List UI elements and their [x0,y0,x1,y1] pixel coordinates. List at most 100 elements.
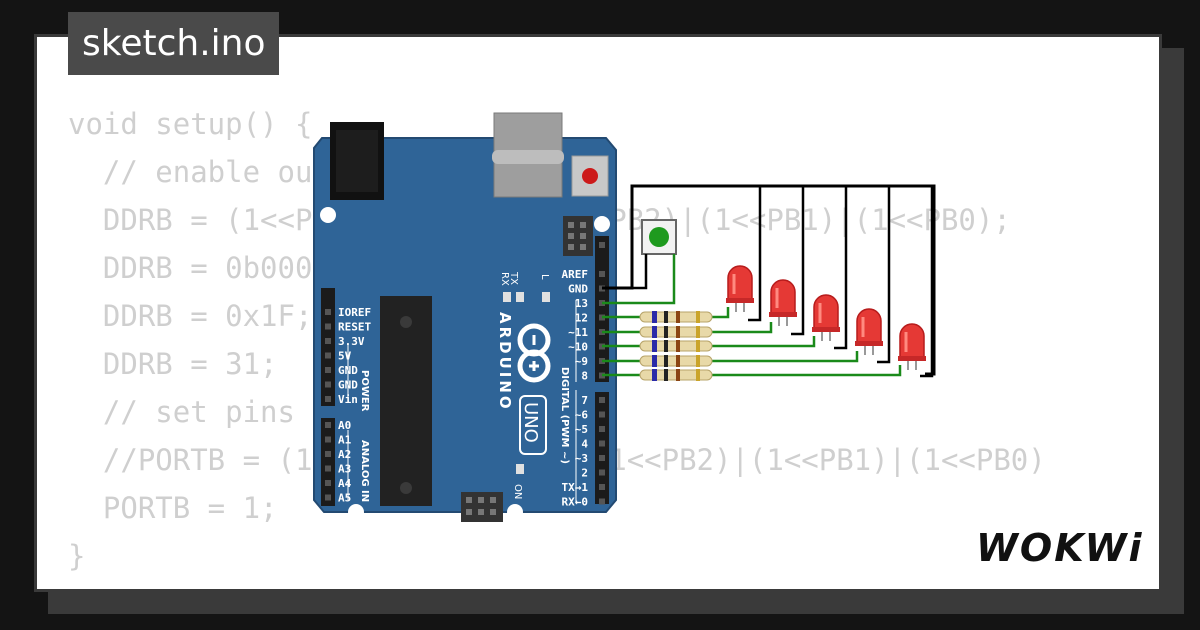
header-pin[interactable] [325,381,331,388]
header-pin[interactable] [325,494,331,501]
pin-label: RX←0 [562,496,589,509]
power-header [321,288,335,406]
pin-label: 8 [581,370,588,383]
tx-led [503,292,511,302]
digital-header-bottom [595,392,609,504]
header-pin[interactable] [599,469,605,476]
mount-hole [320,207,336,223]
pin-label: 7 [581,394,588,407]
arduino-logo [517,323,551,383]
l-led [542,292,550,302]
mount-hole [594,216,610,232]
red-led[interactable] [855,308,883,355]
mount-hole [507,504,523,520]
header-pin[interactable] [325,451,331,457]
header-pin[interactable] [599,397,605,403]
header-pin[interactable] [599,271,605,277]
model-badge [519,395,547,455]
digital-title: DIGITAL (PWM ~) [559,367,570,464]
pin-label: ~6 [575,409,589,422]
pin-label: ~3 [575,452,588,465]
header-pin[interactable] [325,396,331,402]
led-ground-wire [834,186,848,350]
led-signal-wire [712,336,816,348]
l-label: L [539,274,550,280]
wokwi-logo: WOKWi [976,526,1144,570]
model-label: UNO [520,402,541,443]
button-wire [602,254,676,305]
push-button[interactable] [641,219,677,255]
pin-label: 12 [575,312,588,325]
header-pin[interactable] [599,455,605,461]
pin-label: 13 [575,297,588,310]
header-pin[interactable] [325,422,331,428]
pin-label: A2 [338,448,351,461]
on-led [516,464,524,474]
pin-label: RESET [338,321,371,334]
header-pin[interactable] [325,352,331,359]
pin-label: 4 [581,438,588,451]
header-pin[interactable] [325,338,331,344]
pin-label: AREF [562,268,589,281]
code-line: DDRB = 0x1F; [68,299,313,333]
pin-label: Vin [338,393,358,406]
pin-label: ~11 [568,326,588,339]
led-ground-wire [791,186,805,336]
code-line: DDRB = 31; [68,347,278,381]
red-led[interactable] [726,265,754,312]
power-title: POWER [359,370,370,412]
pin-label: A3 [338,463,351,476]
pin-label: A4 [338,477,352,490]
pin-label: GND [338,379,358,392]
pin-label: ~5 [575,423,588,436]
header-pin[interactable] [599,498,605,505]
brand-label: ARDUINO [496,312,514,412]
pin-label: 2 [581,467,588,480]
header-pin[interactable] [325,436,331,443]
red-led[interactable] [769,279,797,326]
analog-header [321,418,335,506]
header-pin[interactable] [325,367,331,373]
icsp-header-top [563,216,593,256]
filename-tab[interactable]: sketch.ino [68,12,280,75]
code-line: PORTB = 1; [68,491,278,525]
header-pin[interactable] [599,242,605,248]
led-ground-wire [748,186,762,322]
led-signal-wire [712,322,773,334]
pin-label: GND [568,283,588,296]
led-ground-wire [920,186,934,378]
pin-label: 3.3V [338,335,365,348]
pin-label: A5 [338,492,351,505]
red-led[interactable] [898,323,926,370]
pin-label: GND [338,364,358,377]
led-ground-wire [877,186,891,364]
pin-label: A1 [338,434,352,447]
header-pin[interactable] [325,323,331,330]
header-pin[interactable] [599,426,605,432]
pin-label: 5V [338,350,352,363]
pin-label: ~10 [568,341,588,354]
code-line: void setup() { [68,107,313,141]
tx-label: TX [508,271,519,285]
mount-hole [348,504,364,520]
led-signal-wire [712,351,859,363]
header-pin[interactable] [599,484,605,490]
header-pin[interactable] [325,309,331,315]
red-led[interactable] [812,294,840,341]
code-line: // set pins [68,395,295,429]
header-pin[interactable] [325,465,331,472]
code-line: } [68,539,86,573]
header-pin[interactable] [599,440,605,447]
pin-label: IOREF [338,306,371,319]
on-label: ON [512,484,523,499]
icsp-header-bottom [461,492,503,522]
header-pin[interactable] [599,411,605,418]
header-pin[interactable] [325,480,331,486]
button-ground-wire [632,254,648,290]
pin-label: ~9 [575,355,588,368]
pin-label: TX→1 [562,481,589,494]
analog-title: ANALOG IN [359,440,370,502]
rx-led [516,292,524,302]
led-signal-wire [712,307,730,319]
